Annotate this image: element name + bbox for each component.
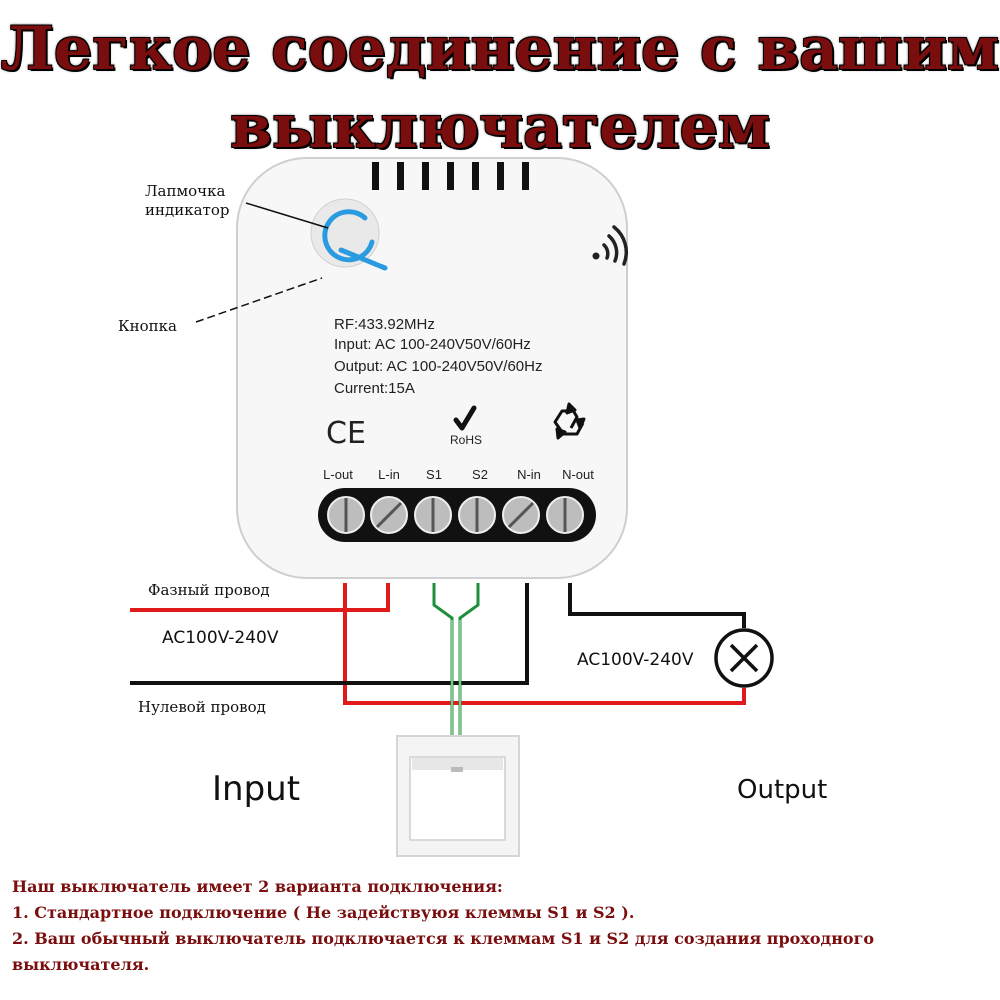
terminal-label-n-in: N-in — [517, 467, 541, 482]
indicator-label-line-1: Лапмочка — [145, 182, 226, 200]
terminal-label-s2: S2 — [472, 467, 488, 482]
ce-mark: CE — [326, 416, 366, 451]
switch-wires — [432, 583, 480, 735]
button-leader-line — [195, 277, 323, 323]
lamp-icon — [714, 628, 774, 688]
ac-output-label: AC100V-240V — [577, 650, 694, 670]
title-line-1: Легкое соединение с вашим — [0, 14, 1000, 84]
rohs-check-icon — [453, 405, 477, 431]
terminal-label-n-out: N-out — [562, 467, 594, 482]
spec-current: Current:15A — [334, 380, 415, 397]
spec-output: Output: AC 100-240V50V/60Hz — [334, 358, 543, 375]
terminal-screw-n-out — [546, 496, 584, 534]
ac-input-label: AC100V-240V — [162, 628, 279, 648]
wall-switch-icon — [396, 735, 520, 857]
button-label: Кнопка — [118, 317, 177, 335]
terminal-label-l-in: L-in — [378, 467, 400, 482]
terminal-label-l-out: L-out — [323, 467, 353, 482]
neutral-wire-input — [130, 583, 529, 685]
note-line-3: 2. Ваш обычный выключатель подключается … — [12, 929, 875, 948]
terminal-screws — [327, 496, 584, 534]
note-line-2: 1. Стандартное подключение ( Не задейств… — [12, 903, 635, 922]
vent-slots — [372, 162, 529, 190]
spec-rf: RF:433.92MHz — [334, 316, 435, 333]
terminal-label-s1: S1 — [426, 467, 442, 482]
note-line-1: Наш выключатель имеет 2 варианта подключ… — [12, 877, 503, 896]
rohs-mark: RoHS — [450, 433, 483, 447]
input-label: Input — [212, 769, 301, 809]
terminal-screw-l-out — [327, 496, 365, 534]
phase-wire-label: Фазный провод — [148, 581, 270, 599]
neutral-wire-label: Нулевой провод — [138, 698, 266, 716]
output-label: Output — [737, 775, 828, 805]
neutral-wire-output — [568, 583, 746, 628]
spec-input: Input: AC 100-240V50V/60Hz — [334, 336, 531, 353]
phase-wire-output — [343, 583, 746, 705]
title-line-2: выключателем — [230, 92, 770, 162]
indicator-leader-line — [245, 202, 329, 229]
note-line-4: выключателя. — [12, 955, 150, 974]
indicator-label-line-2: индикатор — [145, 201, 230, 219]
terminal-screw-s1 — [414, 496, 452, 534]
terminal-screw-s2 — [458, 496, 496, 534]
indicator-button-icon — [310, 198, 388, 271]
phase-wire-input — [130, 583, 390, 612]
terminal-screw-n-in — [502, 496, 540, 534]
switch-wires-highlight — [451, 620, 461, 735]
wireless-signal-icon — [592, 225, 628, 266]
recycle-icon — [553, 402, 586, 440]
terminal-screw-l-in — [370, 496, 408, 534]
